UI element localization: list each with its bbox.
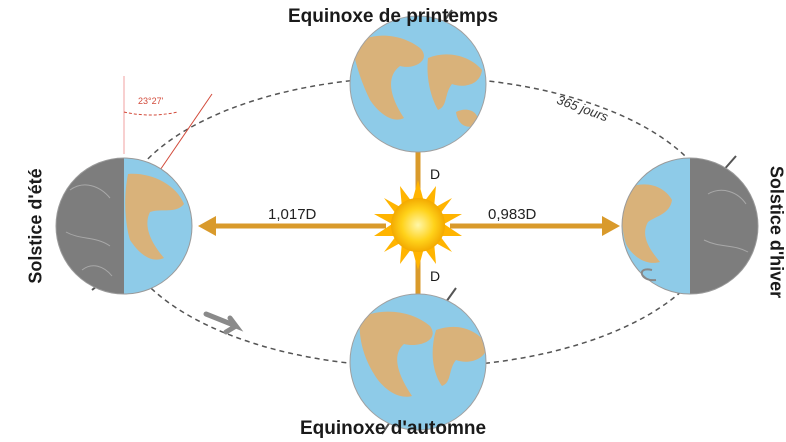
label-spring-equinox: Equinoxe de printemps: [287, 6, 499, 27]
earth-spring-equinox: [349, 9, 487, 153]
label-distance-left: 1,017D: [268, 206, 317, 223]
orbit-direction-arrow: [203, 311, 244, 335]
label-autumn-equinox: Equinoxe d'automne: [299, 418, 487, 439]
earth-autumn-equinox: [349, 287, 487, 435]
label-distance-down: D: [430, 268, 441, 284]
label-winter-solstice: Solstice d'hiver: [766, 165, 786, 299]
earth-summer-solstice: [55, 76, 213, 295]
sun-icon: [374, 180, 462, 270]
label-distance-right: 0,983D: [488, 206, 537, 223]
label-summer-solstice: Solstice d'été: [25, 168, 46, 284]
label-distance-up: D: [430, 166, 441, 182]
earth-winter-solstice: [621, 155, 759, 295]
label-axial-tilt: 23°27': [138, 96, 164, 106]
